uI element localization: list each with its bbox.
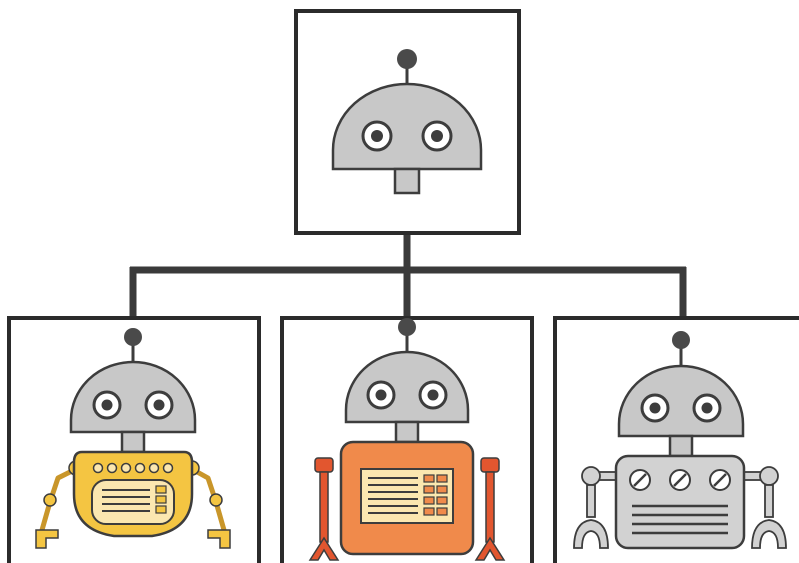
- child-node-2[interactable]: [282, 318, 532, 563]
- child-node-3[interactable]: [555, 318, 799, 563]
- connector-lines: [130, 233, 686, 318]
- parent-node[interactable]: [296, 11, 519, 233]
- child-node-1[interactable]: [9, 318, 259, 563]
